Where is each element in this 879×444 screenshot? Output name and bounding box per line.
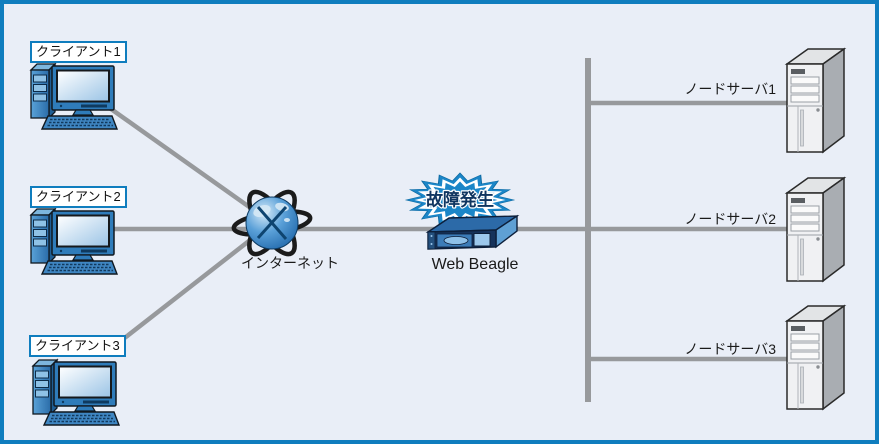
client-2-pc-icon — [30, 208, 118, 275]
web-beagle-device-icon — [425, 214, 520, 250]
client1-internet-link — [102, 102, 274, 225]
device-left-bracket — [427, 231, 436, 250]
node-server-1-icon — [786, 48, 845, 153]
node-server-3-icon — [786, 305, 845, 410]
client-2-label: クライアント2 — [30, 186, 127, 208]
node-server-2-icon — [786, 177, 845, 282]
client-1-pc-icon — [30, 63, 118, 130]
client3-internet-link — [120, 221, 274, 342]
internet-globe-icon — [231, 189, 313, 257]
node-server-3-label: ノードサーバ3 — [684, 341, 776, 357]
node-server-2-label: ノードサーバ2 — [684, 211, 776, 227]
diagram-vector-layer: 故障発生 — [30, 48, 845, 426]
device-display-square — [473, 233, 491, 247]
globe-meridian-lines — [256, 205, 288, 240]
client-3-label: クライアント3 — [29, 335, 126, 357]
internet-label: インターネット — [241, 255, 339, 271]
client-1-label: クライアント1 — [30, 41, 127, 63]
client-3-pc-icon — [32, 359, 120, 426]
connection-lines — [102, 58, 792, 402]
node-server-1-label: ノードサーバ1 — [684, 81, 776, 97]
web-beagle-label: Web Beagle — [431, 256, 519, 273]
failure-alert-text: 故障発生 — [426, 190, 494, 210]
failure-burst-icon: 故障発生 — [406, 173, 514, 227]
device-oval-vent — [443, 236, 469, 245]
